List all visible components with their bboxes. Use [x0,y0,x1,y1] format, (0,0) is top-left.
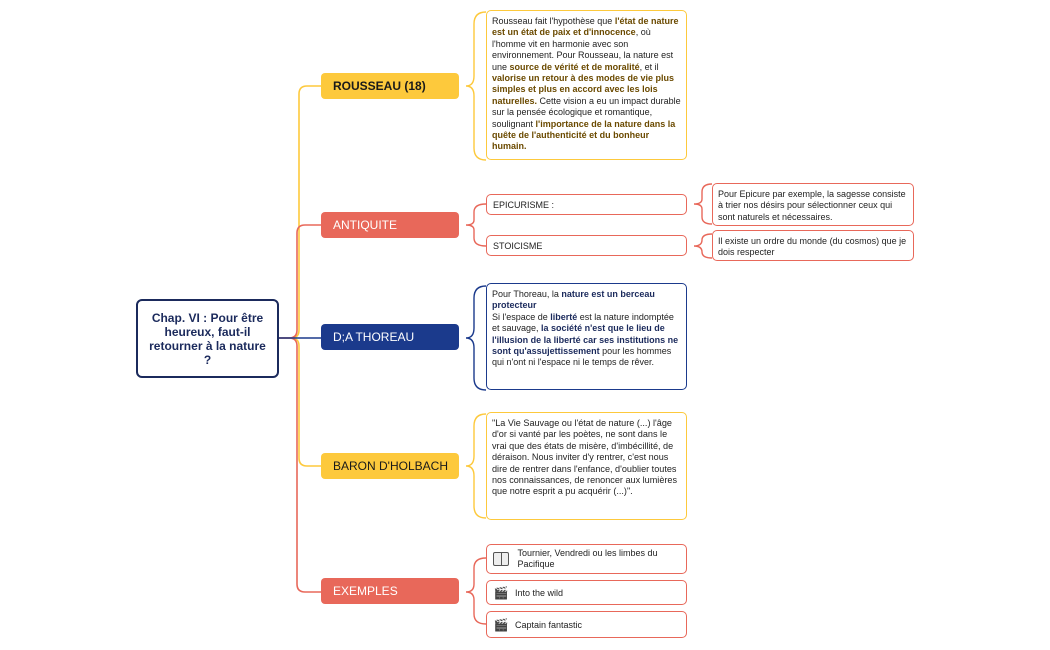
example-item-tournier[interactable]: Tournier, Vendredi ou les limbes du Paci… [486,544,687,574]
example-label: Into the wild [515,587,564,598]
branch-thoreau[interactable]: D;A THOREAU [321,324,459,350]
note-rousseau-segment: l'importance de la nature dans la quête … [492,118,676,152]
note-thoreau-segment: la société n'est que le lieu de l'illusi… [492,323,679,357]
note-rousseau-segment: , où l'homme vit en harmonie avec son en… [492,27,674,72]
connector-exemples [279,337,321,593]
note-thoreau-segment: est la nature indomptée et sauvage, [492,311,674,334]
note-rousseau-segment: valorise un retour à des modes de vie pl… [492,73,675,106]
brace-epicurisme [693,183,713,225]
note-thoreau[interactable]: Pour Thoreau, la nature est un berceau p… [486,283,687,390]
note-rousseau-segment: source de vérité et de moralité [509,61,640,72]
subtopic-stoicisme-label: STOICISME [493,240,543,251]
note-rousseau-segment: l'état de nature est un état de paix et … [492,16,679,38]
note-holbach[interactable]: "La Vie Sauvage ou l'état de nature (...… [486,412,687,520]
brace-thoreau [465,285,487,391]
branch-holbach[interactable]: BARON D'HOLBACH [321,453,459,479]
root-topic[interactable]: Chap. VI : Pour être heureux, faut-il re… [136,299,279,378]
branch-exemples[interactable]: EXEMPLES [321,578,459,604]
brace-rousseau [465,11,487,161]
branch-antiquite[interactable]: ANTIQUITE [321,212,459,238]
example-label: Tournier, Vendredi ou les limbes du Paci… [517,548,658,569]
brace-stoicisme [693,233,713,259]
connector-rousseau [279,85,321,339]
subtopic-stoicisme[interactable]: STOICISME [486,235,687,256]
connector-antiquite [279,224,321,339]
note-thoreau-segment: liberté [550,311,578,322]
book-icon [493,552,510,566]
subtopic-epicurisme[interactable]: EPICURISME : [486,194,687,215]
example-item-captain-fantastic[interactable]: 🎬 Captain fantastic [486,611,687,638]
note-rousseau[interactable]: Rousseau fait l'hypothèse que l'état de … [486,10,687,160]
film-icon: 🎬 [493,585,509,600]
note-rousseau-segment: Rousseau fait l'hypothèse que [492,16,615,26]
example-label: Captain fantastic [515,619,583,630]
note-epicurisme[interactable]: Pour Epicure par exemple, la sagesse con… [712,183,914,226]
note-thoreau-segment: Si l'espace de [492,311,548,322]
note-rousseau-segment: , et il [639,61,659,72]
brace-exemples [465,557,487,625]
branch-rousseau[interactable]: ROUSSEAU (18) [321,73,459,99]
brace-antiquite [465,203,487,247]
brace-holbach [465,413,487,519]
note-stoicisme[interactable]: Il existe un ordre du monde (du cosmos) … [712,230,914,261]
film-icon: 🎬 [493,617,509,632]
note-thoreau-segment: nature est un berceau protecteur [492,289,655,311]
example-item-into-the-wild[interactable]: 🎬 Into the wild [486,580,687,605]
note-thoreau-segment: Pour Thoreau, la [492,289,562,299]
note-rousseau-segment: Cette vision a eu un impact durable sur … [492,95,681,129]
subtopic-epicurisme-label: EPICURISME : [493,199,555,210]
connector-holbach [279,337,321,467]
note-thoreau-segment: pour les hommes qui n'ont ni l'espace ni… [492,346,672,368]
